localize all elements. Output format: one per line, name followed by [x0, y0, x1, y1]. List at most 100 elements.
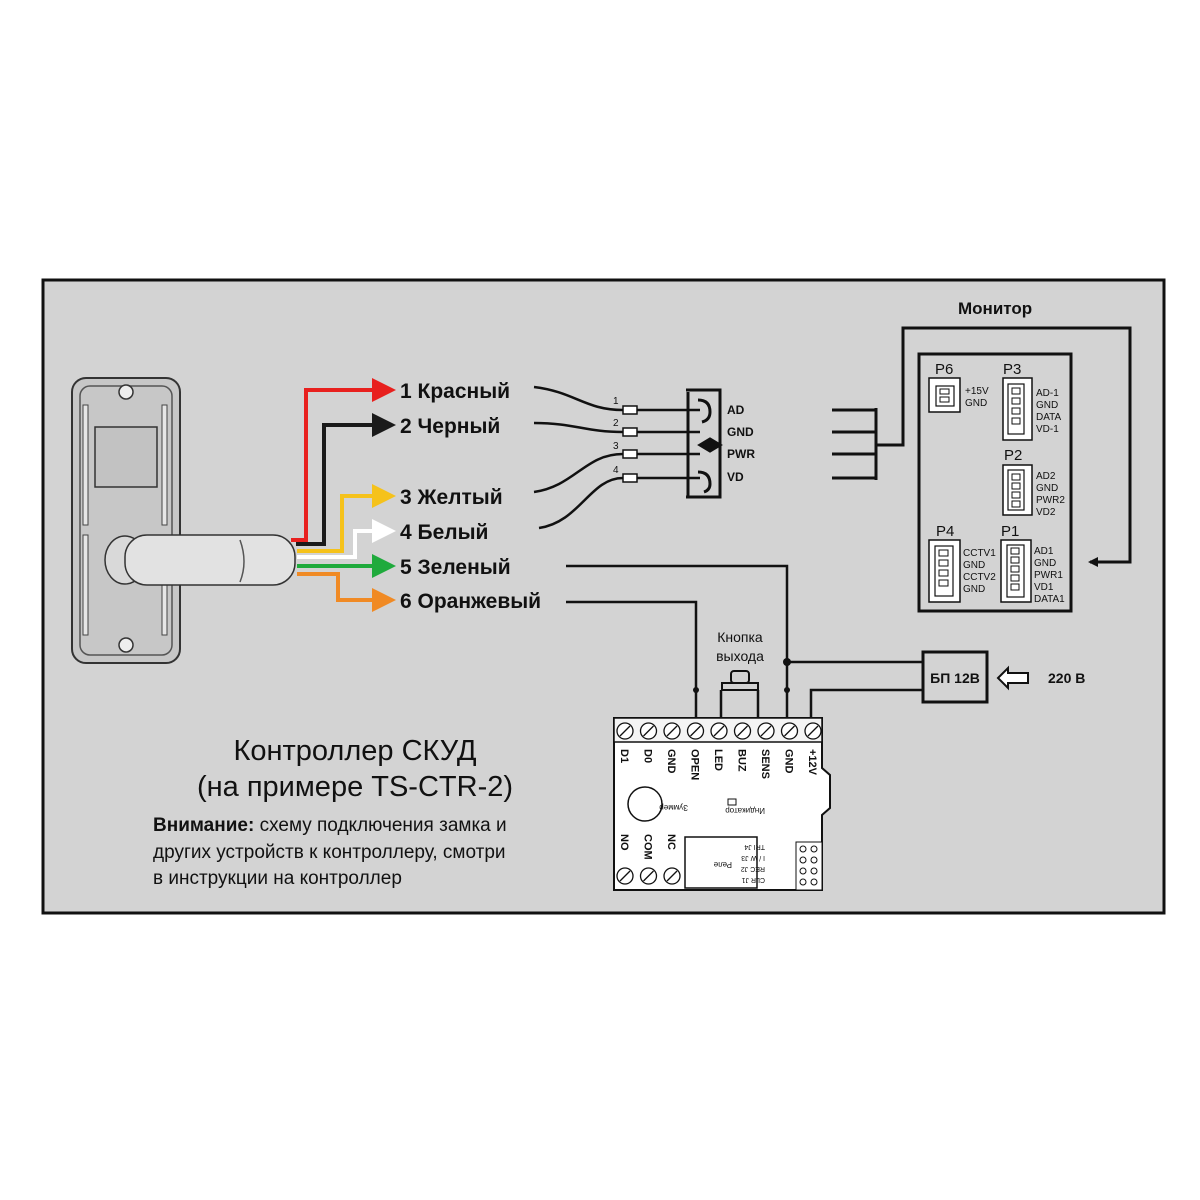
monitor-title: Монитор	[958, 299, 1032, 318]
p1-pin-5: DATA1	[1034, 594, 1065, 605]
p3-pin-2: GND	[1036, 400, 1058, 411]
plug-pin-vd: VD	[727, 470, 744, 484]
exit-button-icon	[721, 670, 759, 691]
p4-label: P4	[936, 523, 954, 540]
terminal-slot	[643, 870, 654, 882]
buzzer-label: Зуммер	[659, 803, 688, 812]
camera-lens-icon	[94, 426, 158, 488]
p4-pin-1: CCTV1	[963, 548, 996, 559]
wire-label-4: 4 Белый	[400, 521, 488, 544]
terminal-label: +12V	[806, 749, 818, 776]
power-input-label: 220 В	[1048, 670, 1085, 686]
terminal-slot	[666, 725, 678, 737]
top-terminal-strip	[616, 722, 822, 740]
p1-label: P1	[1001, 523, 1019, 540]
pin-number-1: 1	[613, 396, 619, 407]
monitor-bus	[832, 326, 1132, 567]
controller-wiring	[566, 564, 923, 718]
p1-pin-1: AD1	[1034, 546, 1054, 557]
p3-label: P3	[1003, 361, 1021, 378]
terminal-label: GND	[665, 749, 677, 774]
terminal-label: GND	[783, 749, 795, 774]
bottom-terminal-label: COM	[642, 834, 654, 860]
screw-bottom-icon	[118, 637, 134, 653]
arrow-yellow-icon	[372, 484, 396, 508]
p2-pin-2: GND	[1036, 483, 1058, 494]
caption-title: Контроллер СКУД	[233, 735, 476, 767]
relay-label: Реле	[713, 860, 732, 869]
terminal-slot	[784, 725, 795, 737]
junction-dot	[693, 687, 699, 693]
junction-dot	[783, 658, 791, 666]
p4-pin-2: GND	[963, 560, 985, 571]
connector-leads	[533, 385, 624, 530]
terminal-slot	[690, 725, 701, 737]
p2-pin-4: VD2	[1036, 507, 1056, 518]
buzzer-icon	[627, 786, 663, 822]
terminal-slot	[666, 870, 678, 882]
plug-pin-gnd: GND	[727, 425, 754, 439]
power-input-arrow-icon	[996, 665, 1029, 691]
screw-top-icon	[118, 384, 134, 400]
wire-label-5: 5 Зеленый	[400, 556, 511, 579]
p6-pin-1: +15V	[965, 386, 989, 397]
wire-orange	[297, 572, 378, 602]
pin-number-3: 3	[613, 441, 619, 452]
p1-pin-4: VD1	[1034, 582, 1054, 593]
jumper-label-2: I / W J3	[741, 854, 765, 861]
terminal-label: LED	[712, 749, 724, 771]
caption-note-bold: Внимание:	[153, 815, 254, 836]
p4-pin-3: CCTV2	[963, 572, 996, 583]
wire-yellow	[297, 494, 378, 553]
power-supply-box	[921, 650, 989, 704]
arrow-white-icon	[372, 519, 396, 543]
exit-button-label-2: выхода	[716, 648, 764, 664]
pin-number-4: 4	[613, 465, 619, 476]
p2-pin-3: PWR2	[1036, 495, 1065, 506]
terminal-slot	[760, 725, 772, 737]
p6-connector	[928, 377, 961, 413]
exit-button-label-1: Кнопка	[717, 629, 763, 645]
terminal-label: D0	[642, 749, 654, 763]
wire-black	[296, 423, 378, 546]
connector-plug	[686, 388, 723, 499]
p3-pin-3: DATA	[1036, 412, 1062, 423]
door-call-panel	[71, 377, 296, 664]
indicator-label: Индикатор	[725, 806, 765, 815]
wire-white	[297, 529, 378, 559]
wire-arrowheads	[372, 378, 396, 612]
terminal-slot	[619, 725, 631, 737]
wire-label-6: 6 Оранжевый	[400, 590, 541, 613]
p2-pin-1: AD2	[1036, 471, 1056, 482]
caption-subtitle: (на примере TS-CTR-2)	[197, 771, 513, 803]
p1-pin-3: PWR1	[1034, 570, 1063, 581]
p6-label: P6	[935, 361, 953, 378]
caption-note-line-1: Внимание: схему подключения замка и	[153, 815, 507, 836]
wire-label-3: 3 Желтый	[400, 486, 503, 509]
terminal-slot	[807, 725, 819, 737]
jumper-block	[795, 841, 823, 891]
pin-number-2: 2	[613, 418, 619, 429]
indicator-icon	[727, 798, 737, 806]
terminal-slot	[737, 725, 748, 737]
terminal-slot	[713, 725, 725, 737]
bottom-terminal-label: NO	[618, 834, 630, 851]
terminal-label: OPEN	[689, 749, 701, 780]
p3-pin-4: VD-1	[1036, 424, 1059, 435]
bottom-terminal-label: NC	[665, 834, 677, 850]
junction-dot	[784, 687, 790, 693]
bottom-terminal-strip	[616, 867, 681, 885]
p2-label: P2	[1004, 447, 1022, 464]
wire-label-1: 1 Красный	[400, 380, 510, 403]
caption-note-line-2: других устройств к контроллеру, смотри	[153, 842, 506, 863]
relay-box	[684, 836, 758, 889]
jumper-label-3: REC J2	[741, 865, 765, 872]
arrow-black-icon	[372, 413, 396, 437]
arrow-green-icon	[372, 554, 396, 578]
p4-pin-4: GND	[963, 584, 985, 595]
plug-pin-pwr: PWR	[727, 447, 755, 461]
cable-sleeve	[124, 534, 296, 586]
wire-red	[291, 388, 378, 542]
